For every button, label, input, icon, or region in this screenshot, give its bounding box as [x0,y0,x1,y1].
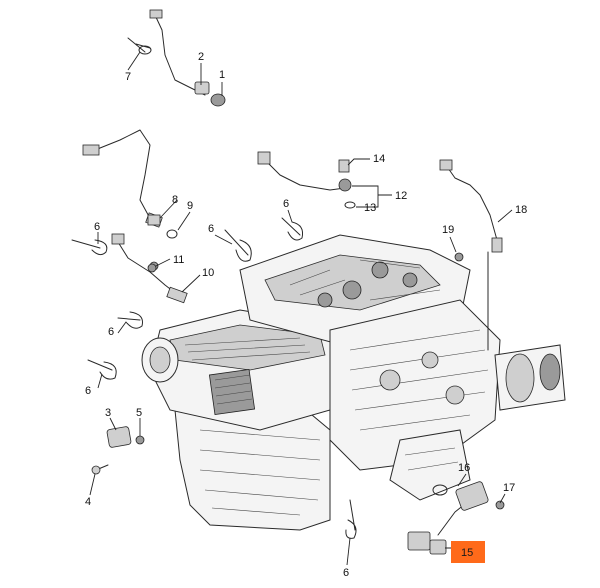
callout-6-center: 6 [208,223,214,235]
callout-5: 5 [136,407,142,419]
small-fasteners [147,214,464,273]
callout-8: 8 [172,194,178,206]
callout-19: 19 [442,224,454,236]
callout-3: 3 [105,407,111,419]
callout-7: 7 [125,71,131,83]
callout-17: 17 [503,482,515,494]
callout-6-bottom: 6 [343,567,349,579]
callout-10: 10 [202,267,214,279]
callout-6-left: 6 [94,221,100,233]
sensor-harness-top [127,9,226,107]
callout-16: 16 [458,462,470,474]
callout-15-highlight [451,541,485,563]
callout-6-top: 6 [283,198,289,210]
sensor-15-assembly [407,481,505,555]
callout-12: 12 [395,190,407,202]
callout-18: 18 [515,204,527,216]
sensor-harness-right [439,159,503,351]
callout-4: 4 [85,496,91,508]
sensor-harness-mid [257,151,356,209]
callout-2: 2 [198,51,204,63]
engine-assembly [141,234,566,531]
sensor-3-4-5 [91,426,145,475]
callout-14: 14 [373,153,385,165]
callout-1: 1 [219,69,225,81]
leader-lines [89,51,513,566]
hose-clamps [71,217,357,539]
callout-11: 11 [173,254,184,266]
callout-13: 13 [364,202,376,214]
callout-6-lowleft: 6 [85,385,91,397]
callout-6-midleft: 6 [108,326,114,338]
callout-9: 9 [187,200,193,212]
callout-labels: 1 2 3 4 5 6 6 6 6 6 6 7 8 9 10 11 12 13 … [85,51,527,579]
callout-15: 15 [461,547,473,559]
sensor-harness-left [82,129,163,228]
